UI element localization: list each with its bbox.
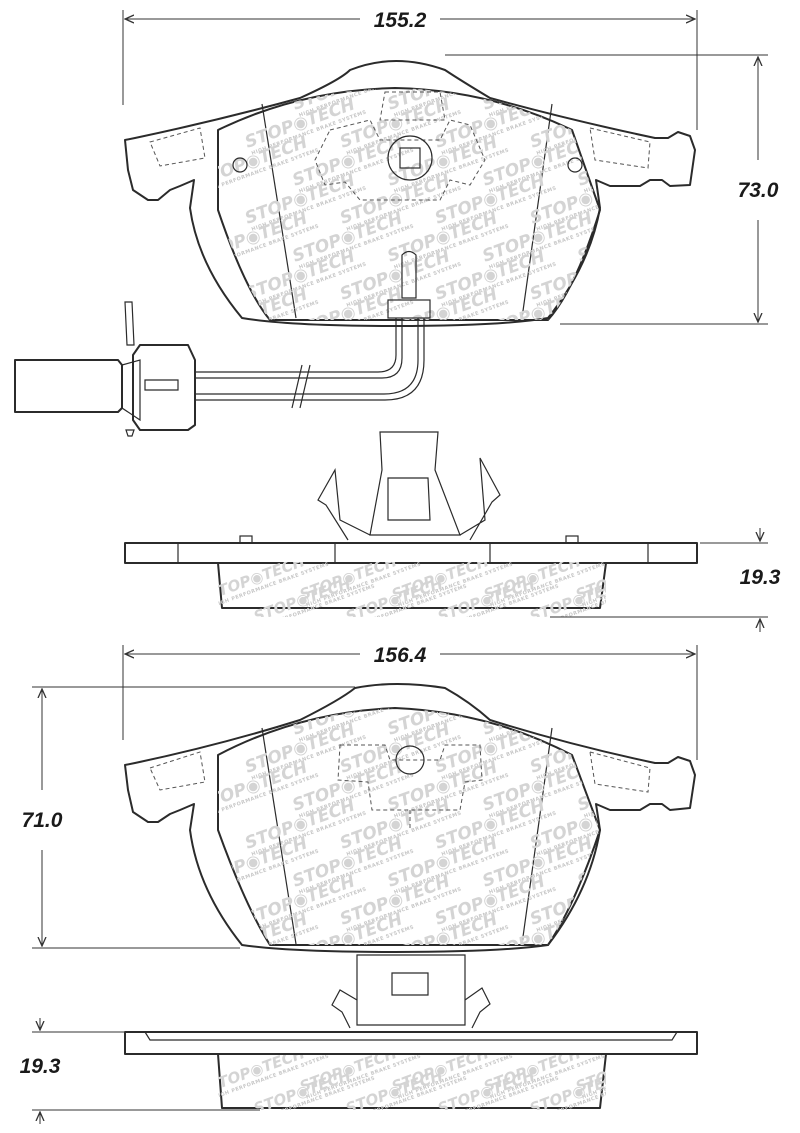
svg-text:STOP◉TECH: STOP◉TECH [527,719,642,777]
bottom-backing-plate [124,683,696,953]
connector-plug [14,359,123,413]
bottom-height-label: 71.0 [22,809,63,832]
top-friction-material [217,87,601,321]
svg-text:STOP◉TECH: STOP◉TECH [527,94,642,152]
bottom-slot-left [261,727,297,945]
svg-text:HIGH PERFORMANCE BRAKE SYSTEMS: HIGH PERFORMANCE BRAKE SYSTEMS [583,772,700,819]
wear-sensor [14,301,425,437]
top-hole-right [567,157,583,173]
top-thickness-label: 19.3 [740,566,781,589]
svg-text:HIGH PERFORMANCE BRAKE SYSTEMS: HIGH PERFORMANCE BRAKE SYSTEMS [583,848,700,895]
top-backing-plate [124,60,696,327]
svg-text:STOP◉TECH: STOP◉TECH [575,909,690,967]
bottom-side-friction-material [217,1053,607,1109]
svg-text:STOP◉TECH: STOP◉TECH [575,56,690,114]
bottom-clip-spring [331,954,491,1029]
svg-text:HIGH PERFORMANCE BRAKE SYSTEMS: HIGH PERFORMANCE BRAKE SYSTEMS [583,223,700,270]
top-sensor-stem [401,250,417,299]
top-side-backing-plate [124,542,698,564]
connector-tabs [124,301,135,437]
svg-text:HIGH PERFORMANCE BRAKE SYSTEMS: HIGH PERFORMANCE BRAKE SYSTEMS [583,696,700,743]
top-height-label: 73.0 [738,179,779,202]
top-center-boss [387,135,433,181]
svg-text:STOP◉TECH: STOP◉TECH [575,284,690,342]
svg-text:HIGH PERFORMANCE BRAKE SYSTEMS: HIGH PERFORMANCE BRAKE SYSTEMS [583,299,700,346]
bottom-center-boss [395,745,425,775]
svg-text:STOP◉TECH: STOP◉TECH [480,681,595,739]
top-hole-left [232,157,248,173]
svg-text:HIGH PERFORMANCE BRAKE SYSTEMS: HIGH PERFORMANCE BRAKE SYSTEMS [583,147,700,194]
svg-text:STOP◉TECH: STOP◉TECH [480,56,595,114]
connector-neck [121,359,141,422]
sensor-connector-housing [132,344,196,431]
top-slot-right [521,103,553,319]
wire-break-2 [291,364,303,409]
svg-text:STOP◉TECH: STOP◉TECH [575,132,690,190]
bottom-friction-material [217,707,601,946]
bottom-side-backing-plate [124,1031,698,1055]
bottom-width-label: 156.4 [374,644,427,667]
top-hidden-features [149,91,651,201]
top-center-square [399,147,421,169]
top-width-label: 155.2 [374,9,427,32]
top-side-friction-material [217,562,607,609]
sensor-wire [195,318,425,401]
bottom-slot-right [521,727,553,945]
bottom-thickness-label: 19.3 [20,1055,61,1078]
dimension-lines [32,10,768,1124]
connector-latch [144,379,179,391]
top-slot-left [261,103,297,319]
wire-break-1 [299,364,311,409]
top-clip-spring [317,431,501,541]
top-sensor-clip [387,299,431,319]
svg-text:HIGH PERFORMANCE BRAKE SYSTEMS: HIGH PERFORMANCE BRAKE SYSTEMS [583,924,700,971]
svg-text:HIGH PERFORMANCE BRAKE SYSTEMS: HIGH PERFORMANCE BRAKE SYSTEMS [583,71,700,118]
svg-text:STOP◉TECH: STOP◉TECH [575,681,690,739]
bottom-hidden-features [149,744,651,811]
